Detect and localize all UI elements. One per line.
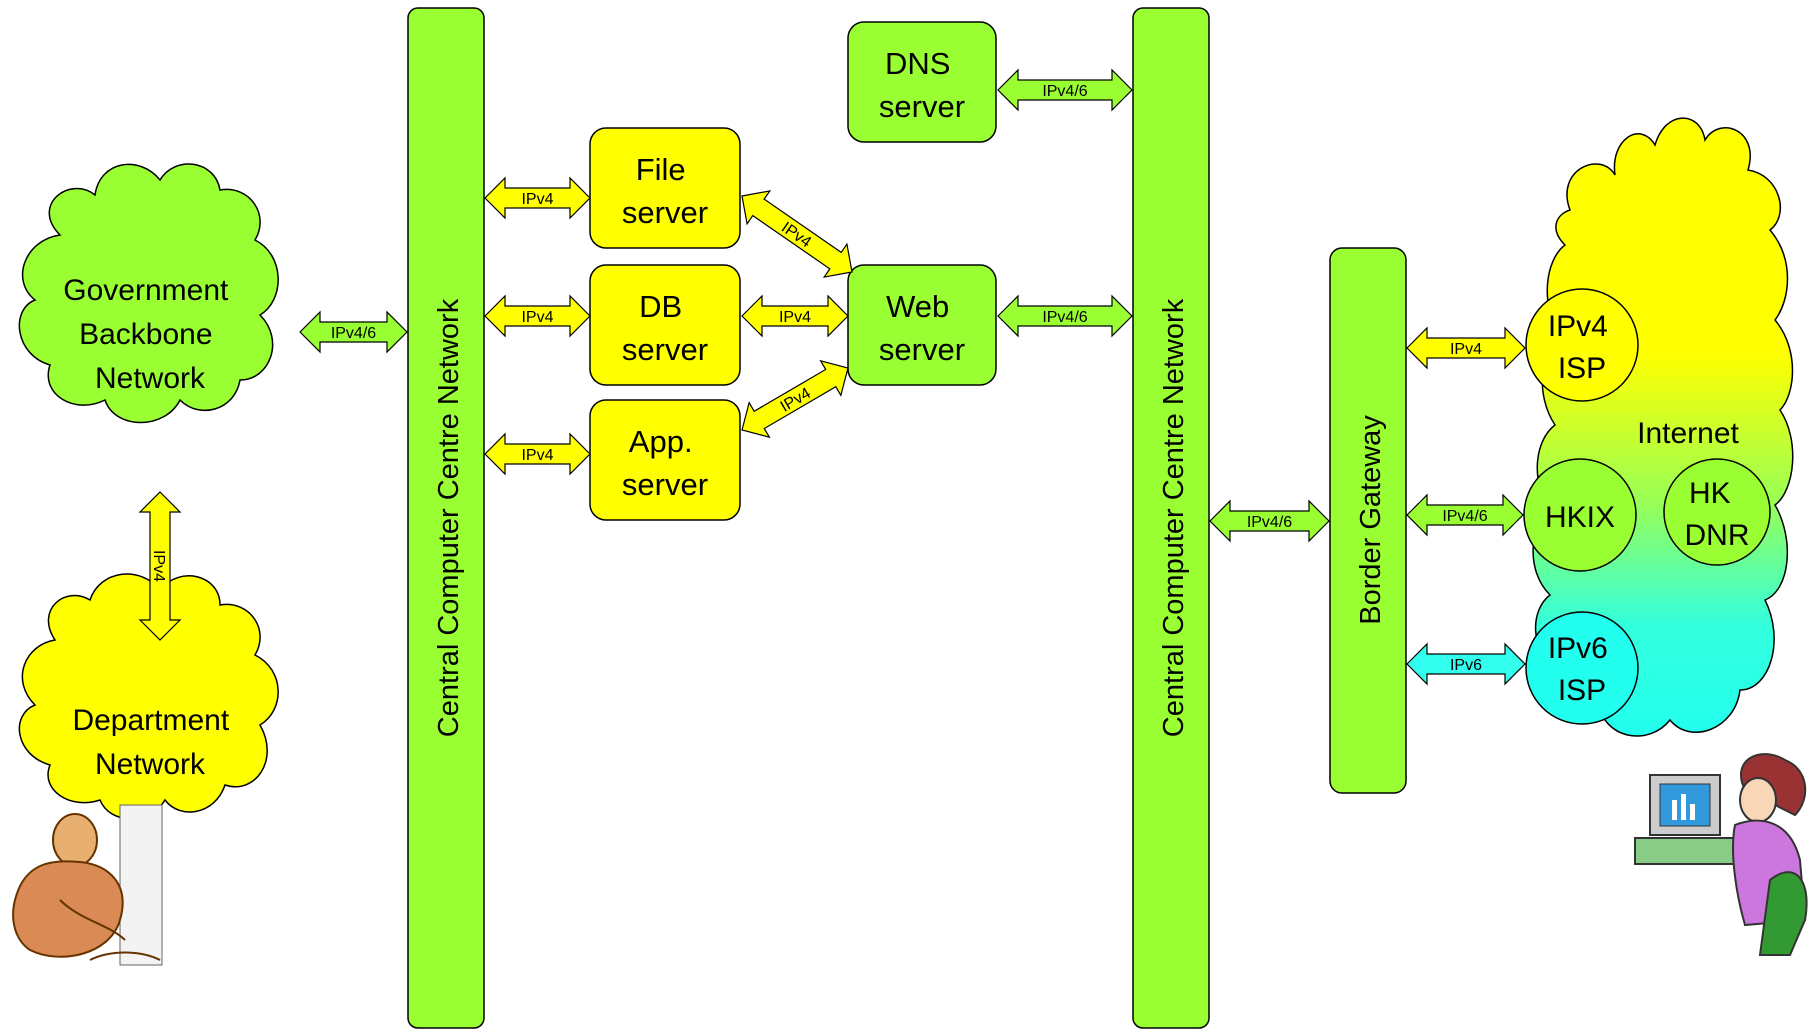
arrow-shape [1406, 642, 1526, 686]
border-gateway-bar: Border Gateway [1329, 247, 1407, 794]
gov-to-dept-link: IPv4 [138, 491, 182, 641]
app-server-label: App. server [622, 424, 708, 502]
db-server-label: DB server [622, 289, 708, 367]
web-server-line2: server [879, 332, 965, 367]
hkix-node: HKIX [1523, 458, 1637, 572]
db-server-line1: DB [639, 289, 682, 324]
link-protocol-label: IPv4/6 [331, 325, 376, 342]
web-server-box: Web server [847, 264, 997, 386]
arrow-shape [997, 68, 1133, 112]
file-server-line2: server [622, 195, 708, 230]
dns-server-line2: server [879, 89, 965, 124]
arrow-shape [997, 294, 1133, 338]
border-to-hkix-link: IPv4/6 [1406, 493, 1524, 537]
department-network-label: Department Network [72, 704, 237, 781]
arrow-shape [484, 432, 591, 476]
dns-to-ccn2-link: IPv4/6 [997, 68, 1133, 112]
central-network-bar-2: Central Computer Centre Network [1132, 7, 1210, 1029]
arrow-shape [741, 359, 849, 439]
border-to-ipv6isp-link: IPv6 [1406, 642, 1526, 686]
dns-server-line1: DNS [885, 46, 950, 81]
central-network-label-2: Central Computer Centre Network [1158, 298, 1190, 737]
file-server-line1: File [636, 152, 686, 187]
central-network-label-1: Central Computer Centre Network [433, 298, 465, 737]
internet-label: Internet [1637, 417, 1739, 450]
ipv6-isp-label: IPv6 ISP [1548, 632, 1616, 707]
hkix-label: HKIX [1545, 501, 1615, 534]
ccn1-to-file-link: IPv4 [484, 176, 591, 220]
arrow-shape [138, 491, 182, 641]
link-protocol-label: IPv4 [1450, 341, 1482, 358]
government-backbone-line3: Network [95, 362, 206, 395]
arrow-shape [741, 190, 853, 278]
web-server-line1: Web [886, 289, 949, 324]
db-server-box: DB server [589, 264, 741, 386]
arrow-shape [1406, 493, 1524, 537]
web-server-label: Web server [879, 289, 965, 367]
link-protocol-label: IPv4 [521, 309, 553, 326]
file-server-label: File server [622, 152, 708, 230]
government-backbone-cloud: Government Backbone Network [18, 163, 279, 424]
link-protocol-label: IPv4 [521, 191, 553, 208]
computer-user-icon [1634, 753, 1808, 956]
arrow-shape [1209, 499, 1330, 543]
app-server-box: App. server [589, 399, 741, 521]
web-to-ccn2-link: IPv4/6 [997, 294, 1133, 338]
office-worker-icon [12, 804, 163, 966]
link-protocol-label: IPv6 [1450, 657, 1482, 674]
ipv4-isp-line2: ISP [1558, 352, 1606, 385]
arrow-shape [299, 310, 408, 354]
app-server-line1: App. [629, 424, 693, 459]
links-layer: IPv4/6IPv4IPv4IPv4IPv4IPv4IPv4IPv4IPv4/6… [138, 68, 1526, 686]
government-backbone-line1: Government [63, 274, 229, 307]
department-network-line1: Department [72, 704, 229, 737]
ipv6-isp-line2: ISP [1558, 674, 1606, 707]
ipv4-isp-label: IPv4 ISP [1548, 310, 1616, 385]
app-to-web-link: IPv4 [741, 359, 849, 439]
border-gateway-label: Border Gateway [1355, 415, 1387, 625]
link-protocol-label: IPv4/6 [1247, 514, 1292, 531]
ipv6-isp-node: IPv6 ISP [1525, 611, 1639, 725]
link-protocol-label: IPv4 [150, 550, 167, 582]
border-to-ipv4isp-link: IPv4 [1406, 326, 1526, 370]
link-protocol-label: IPv4/6 [1042, 309, 1087, 326]
arrow-shape [1406, 326, 1526, 370]
db-to-web-link: IPv4 [741, 294, 849, 338]
hk-dnr-line1: HK [1689, 477, 1731, 510]
central-network-bar-1: Central Computer Centre Network [407, 7, 485, 1029]
arrow-shape [484, 176, 591, 220]
arrow-shape [484, 294, 591, 338]
hk-dnr-node: HK DNR [1663, 458, 1771, 566]
internet-cloud: Internet [1532, 117, 1794, 737]
ccn1-to-app-link: IPv4 [484, 432, 591, 476]
link-protocol-label: IPv4 [779, 309, 811, 326]
ccn1-to-db-link: IPv4 [484, 294, 591, 338]
government-backbone-label: Government Backbone Network [63, 274, 236, 395]
link-protocol-label: IPv4 [521, 447, 553, 464]
department-network-cloud: Department Network [18, 573, 279, 820]
ipv4-isp-line1: IPv4 [1548, 310, 1608, 343]
db-server-line2: server [622, 332, 708, 367]
app-server-line2: server [622, 467, 708, 502]
ipv6-isp-line1: IPv6 [1548, 632, 1608, 665]
government-backbone-line2: Backbone [79, 318, 212, 351]
hk-dnr-label: HK DNR [1685, 477, 1750, 552]
file-server-box: File server [589, 127, 741, 249]
dns-server-label: DNS server [879, 46, 965, 124]
dns-server-box: DNS server [847, 21, 997, 143]
link-protocol-label: IPv4/6 [1442, 508, 1487, 525]
ccn2-to-border-link: IPv4/6 [1209, 499, 1330, 543]
link-protocol-label: IPv4/6 [1042, 83, 1087, 100]
arrow-shape [741, 294, 849, 338]
hk-dnr-line2: DNR [1685, 519, 1750, 552]
ipv4-isp-node: IPv4 ISP [1525, 288, 1639, 402]
department-network-line2: Network [95, 748, 206, 781]
file-to-web-link: IPv4 [741, 190, 853, 278]
gov-to-ccn1-link: IPv4/6 [299, 310, 408, 354]
